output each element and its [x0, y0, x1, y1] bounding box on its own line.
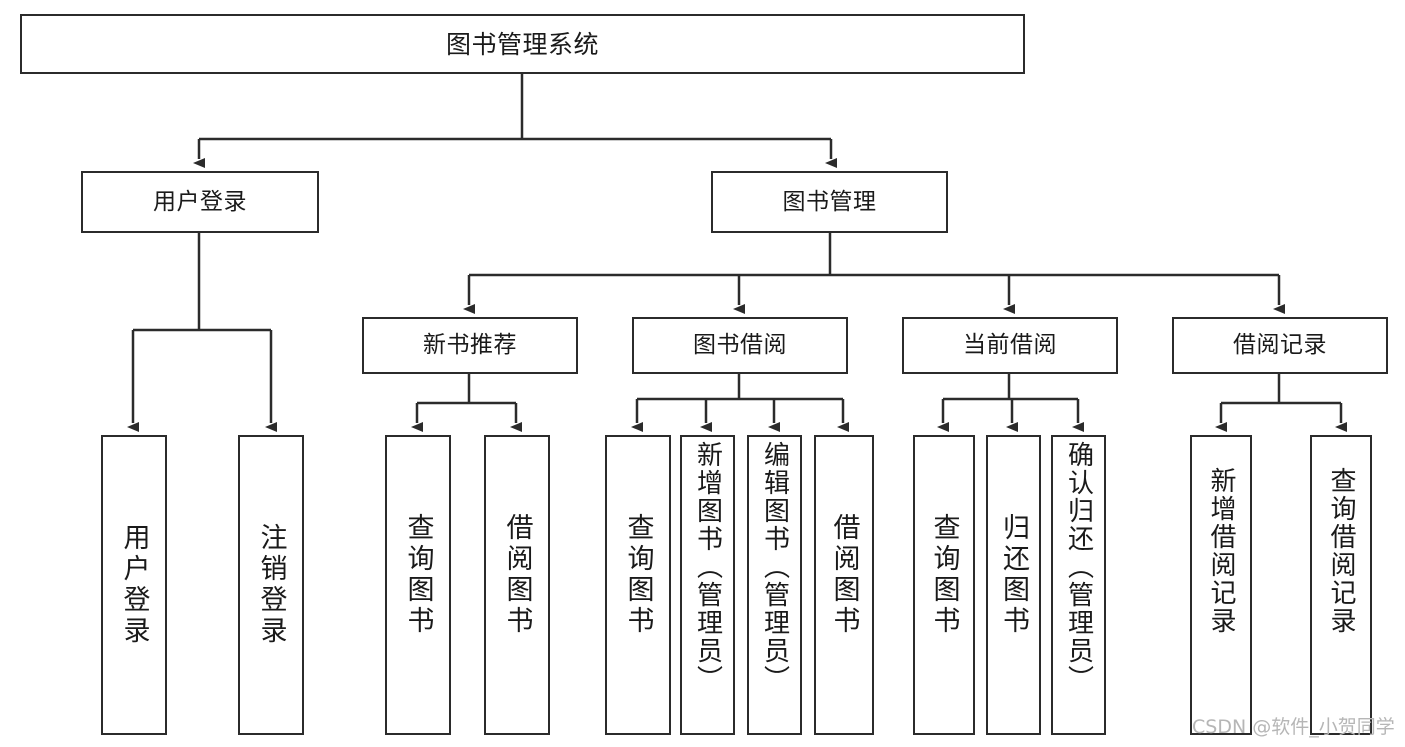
- node-book-manage-label: 图书管理: [782, 188, 877, 215]
- node-new-book-rec-label: 新书推荐: [423, 332, 517, 359]
- node-leaf-add-book-label: 新增图书（管理员）: [692, 441, 723, 693]
- node-root[interactable]: 图书管理系统: [20, 14, 1025, 74]
- node-leaf-query-book-3-label: 查询图书: [928, 513, 960, 637]
- node-leaf-user-login-label: 用户登录: [118, 523, 150, 647]
- node-leaf-borrow-book-2-label: 借阅图书: [828, 513, 860, 637]
- node-leaf-query-record[interactable]: 查询借阅记录: [1310, 435, 1372, 735]
- node-leaf-query-book-2-label: 查询图书: [622, 513, 654, 637]
- node-leaf-return-book[interactable]: 归还图书: [986, 435, 1041, 735]
- node-leaf-borrow-book-2[interactable]: 借阅图书: [814, 435, 874, 735]
- node-leaf-user-login[interactable]: 用户登录: [101, 435, 167, 735]
- node-leaf-confirm-return-label: 确认归还（管理员）: [1063, 441, 1094, 693]
- node-book-borrow-label: 图书借阅: [693, 332, 787, 359]
- node-current-borrow[interactable]: 当前借阅: [902, 317, 1118, 374]
- node-leaf-query-book-2[interactable]: 查询图书: [605, 435, 671, 735]
- node-leaf-edit-book-label: 编辑图书（管理员）: [759, 441, 790, 693]
- node-book-manage[interactable]: 图书管理: [711, 171, 948, 233]
- node-leaf-query-record-label: 查询借阅记录: [1326, 467, 1356, 635]
- node-leaf-borrow-book-1[interactable]: 借阅图书: [484, 435, 550, 735]
- node-root-label: 图书管理系统: [445, 29, 599, 59]
- node-leaf-borrow-book-1-label: 借阅图书: [501, 513, 533, 637]
- node-leaf-edit-book[interactable]: 编辑图书（管理员）: [747, 435, 802, 735]
- node-leaf-return-book-label: 归还图书: [998, 513, 1029, 637]
- node-leaf-confirm-return[interactable]: 确认归还（管理员）: [1051, 435, 1106, 735]
- node-user-login-label: 用户登录: [153, 188, 247, 215]
- node-current-borrow-label: 当前借阅: [963, 332, 1057, 359]
- node-leaf-add-book[interactable]: 新增图书（管理员）: [680, 435, 735, 735]
- node-book-borrow[interactable]: 图书借阅: [632, 317, 848, 374]
- node-user-login[interactable]: 用户登录: [81, 171, 319, 233]
- node-new-book-rec[interactable]: 新书推荐: [362, 317, 578, 374]
- watermark: CSDN @软件_小贺同学: [1192, 716, 1395, 738]
- node-leaf-add-record-label: 新增借阅记录: [1206, 467, 1236, 635]
- node-leaf-add-record[interactable]: 新增借阅记录: [1190, 435, 1252, 735]
- node-borrow-record[interactable]: 借阅记录: [1172, 317, 1388, 374]
- node-leaf-query-book-3[interactable]: 查询图书: [913, 435, 975, 735]
- node-borrow-record-label: 借阅记录: [1233, 332, 1327, 359]
- node-leaf-user-logout-label: 注销登录: [255, 523, 287, 647]
- node-leaf-user-logout[interactable]: 注销登录: [238, 435, 304, 735]
- node-leaf-query-book-1-label: 查询图书: [402, 513, 434, 637]
- node-leaf-query-book-1[interactable]: 查询图书: [385, 435, 451, 735]
